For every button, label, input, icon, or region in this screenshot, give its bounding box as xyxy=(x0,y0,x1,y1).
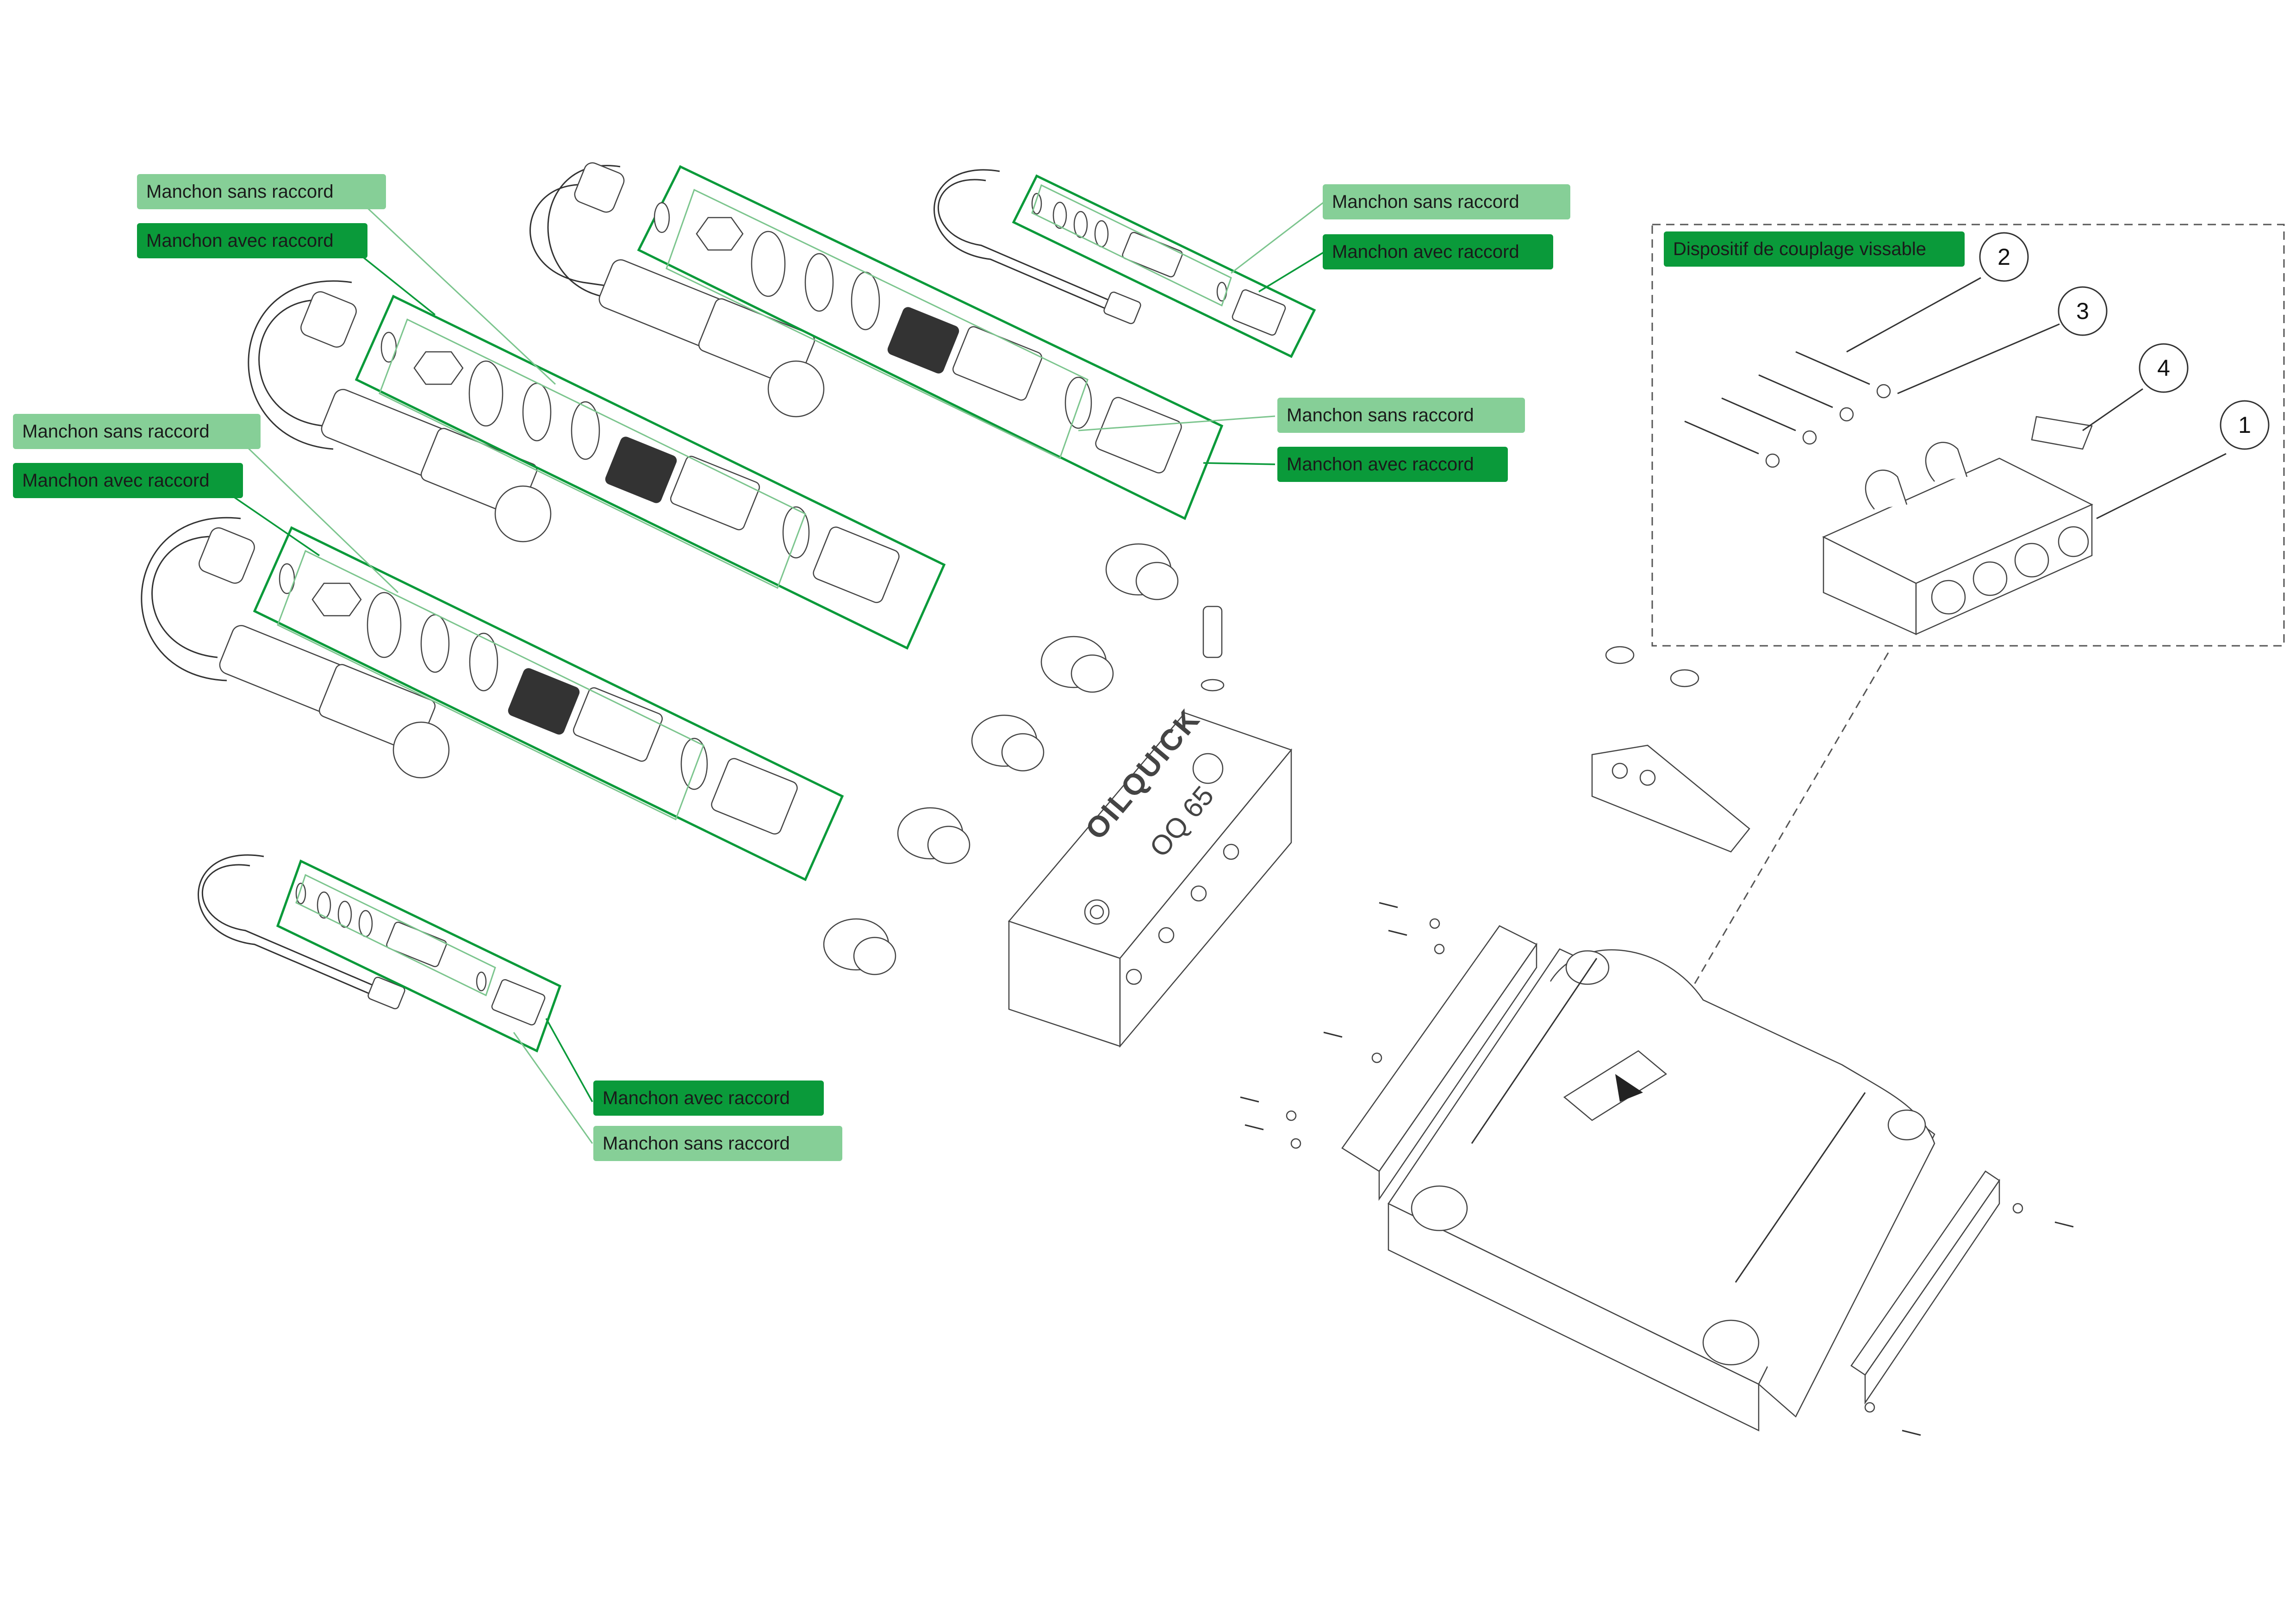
tag-couplage-vissable: Dispositif de couplage vissable xyxy=(1664,231,1965,267)
tag-sans-raccord-2: Manchon sans raccord xyxy=(13,414,261,449)
coupling-detail-box xyxy=(1651,224,2285,647)
callout-3: 3 xyxy=(2076,298,2089,324)
manifold-block xyxy=(1008,712,1293,1048)
tag-avec-raccord-3: Manchon avec raccord xyxy=(1323,234,1553,269)
hose-assembly-top xyxy=(529,162,1224,520)
label-leaders xyxy=(231,201,1324,1144)
coupler-frame xyxy=(1240,902,2074,1436)
tag-avec-raccord-1: Manchon avec raccord xyxy=(137,223,367,258)
tag-sans-raccord-4: Manchon sans raccord xyxy=(1277,398,1525,433)
loose-parts xyxy=(1591,646,1750,853)
tag-avec-raccord-2: Manchon avec raccord xyxy=(13,463,243,498)
tag-avec-raccord-5: Manchon avec raccord xyxy=(593,1081,824,1116)
tag-avec-raccord-4: Manchon avec raccord xyxy=(1277,447,1508,482)
callout-1: 1 xyxy=(2238,412,2251,438)
callout-4: 4 xyxy=(2157,355,2170,381)
tag-sans-raccord-1: Manchon sans raccord xyxy=(137,174,386,209)
small-hose-top-right xyxy=(933,169,1316,358)
tag-sans-raccord-5: Manchon sans raccord xyxy=(593,1126,842,1161)
callout-2: 2 xyxy=(1997,244,2010,270)
hose-assembly-lower xyxy=(141,517,844,881)
small-hose-bottom-left xyxy=(198,854,562,1053)
hose-assembly-middle xyxy=(248,280,946,650)
fittings xyxy=(823,543,1225,975)
tag-sans-raccord-3: Manchon sans raccord xyxy=(1323,184,1570,219)
